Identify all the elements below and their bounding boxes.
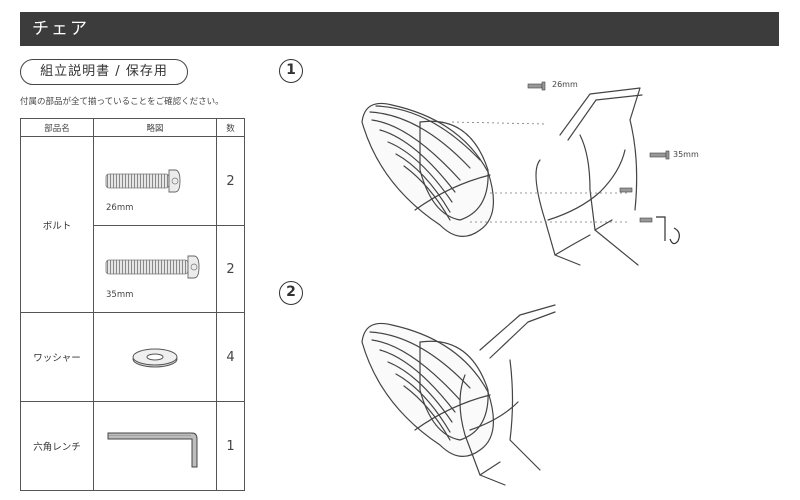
- washer-icon: [132, 348, 178, 368]
- step-1-diagram: [361, 81, 680, 266]
- bolt-long-icon: [105, 255, 200, 279]
- table-row-wrench: 六角レンチ 1: [20, 401, 245, 491]
- page-title: チェア: [20, 12, 779, 46]
- bolt-short-icon: [105, 169, 181, 193]
- hex-wrench-turn-icon: [656, 216, 680, 245]
- parts-check-note: 付属の部品が全て揃っていることをご確認ください。: [20, 97, 224, 107]
- step-2-diagram: [361, 304, 556, 486]
- table-row-washer: ワッシャー 4: [20, 312, 245, 402]
- quantity-bolt-short: 2: [216, 136, 245, 226]
- parts-table: 部品名 略図 数 ボルト 26mm 2: [20, 118, 245, 491]
- step-1-bolt-35mm-label: 35mm: [673, 150, 699, 159]
- sketch-hex-wrench: [93, 401, 217, 491]
- header-part-name: 部品名: [20, 118, 94, 137]
- step-1-bolt-26mm-label: 26mm: [552, 80, 578, 89]
- step-1-badge: 1: [279, 59, 303, 83]
- quantity-hex-wrench: 1: [216, 401, 245, 491]
- chair-frame-icon: [535, 87, 643, 266]
- seat-shell-icon: [361, 102, 494, 237]
- hex-wrench-icon: [107, 432, 198, 468]
- bolt-long-length: 35mm: [106, 290, 134, 300]
- header-quantity: 数: [216, 118, 245, 137]
- step-2-badge: 2: [279, 281, 303, 305]
- table-row-bolt-short: ボルト 26mm 2: [20, 136, 245, 313]
- sketch-bolt-short: 26mm: [93, 136, 217, 226]
- header-sketch: 略図: [93, 118, 217, 137]
- part-name-hex-wrench: 六角レンチ: [20, 401, 94, 491]
- part-name-washer: ワッシャー: [20, 312, 94, 402]
- document-subtitle: 組立説明書 / 保存用: [20, 59, 188, 85]
- assembled-chair-icon: [361, 304, 556, 486]
- quantity-bolt-long: 2: [216, 225, 245, 313]
- part-name-bolt: ボルト: [20, 136, 94, 313]
- bolts-in-diagram: [527, 81, 670, 223]
- sketch-bolt-long: 35mm: [93, 225, 217, 313]
- table-row-bolt-long: 35mm 2: [21, 225, 245, 313]
- quantity-washer: 4: [216, 312, 245, 402]
- sketch-washer: [93, 312, 217, 402]
- bolt-short-length: 26mm: [106, 203, 134, 213]
- alignment-guides: [451, 121, 630, 223]
- table-header-row: 部品名 略図 数: [20, 118, 245, 137]
